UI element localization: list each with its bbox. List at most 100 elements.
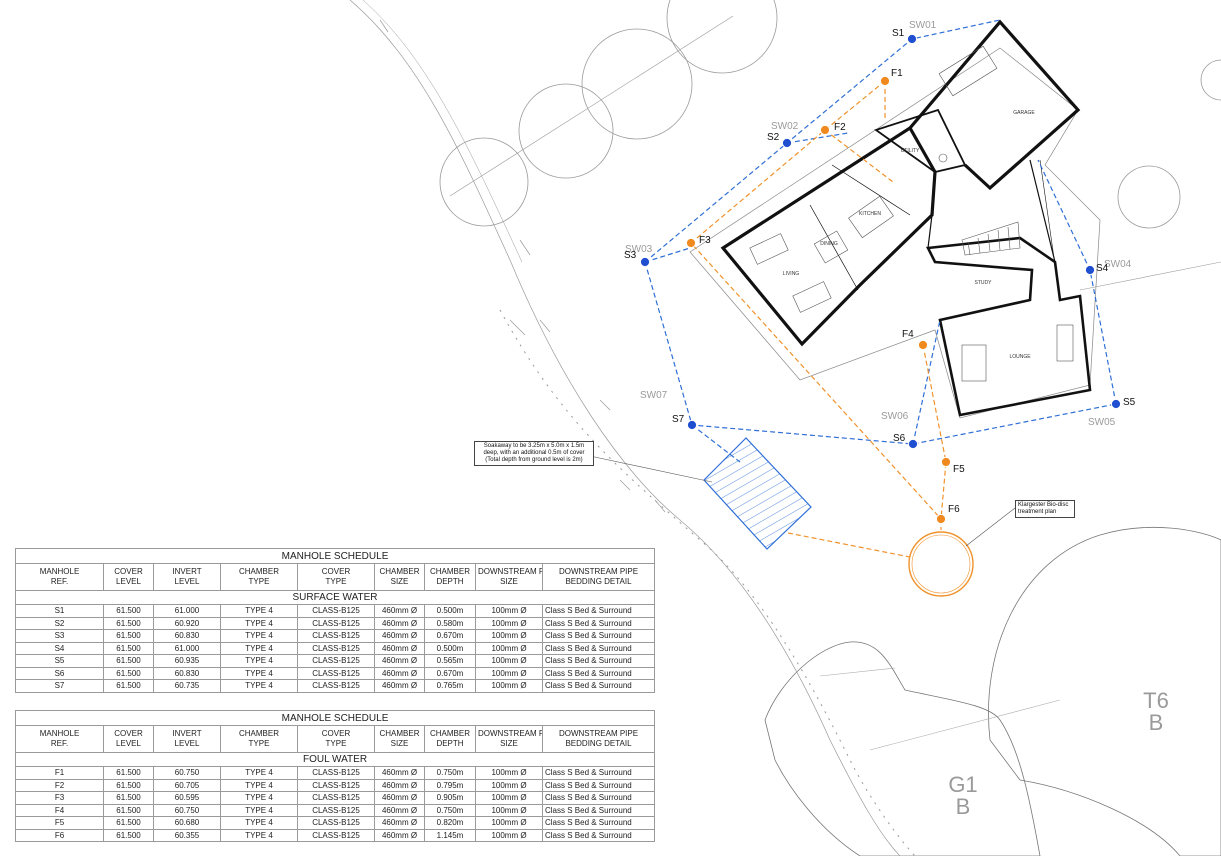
house-floor-plan	[720, 19, 1092, 417]
header-line: BEDDING DETAIL	[565, 739, 632, 748]
foul-manhole-marker[interactable]	[935, 513, 947, 525]
table-cell: 0.750m	[424, 766, 476, 780]
surface-manhole-label: S6	[893, 433, 906, 444]
foul-manhole-label: F5	[953, 464, 965, 475]
wall-study-lounge	[926, 236, 1092, 417]
surface-water-ref-label: SW04	[1104, 259, 1132, 270]
table-cell: 60.830	[153, 666, 221, 680]
header-line: COVER	[321, 567, 351, 576]
table-cell: 60.705	[153, 778, 221, 792]
foul-manhole-marker[interactable]	[879, 75, 891, 87]
table-cell: 100mm Ø	[475, 654, 543, 668]
table-cell: 100mm Ø	[475, 604, 543, 618]
table-cell: TYPE 4	[220, 791, 298, 805]
table-cell: 60.830	[153, 629, 221, 643]
house-plot-outline	[689, 47, 1101, 419]
room-label-living: LIVING	[783, 271, 800, 277]
surface-water-ref-label: SW05	[1088, 417, 1116, 428]
header-line: INVERT	[172, 567, 202, 576]
table-cell: 61.500	[103, 816, 154, 830]
header-line: LEVEL	[174, 577, 200, 586]
table-cell: CLASS-B125	[297, 629, 375, 643]
table-cell: S5	[15, 654, 104, 668]
table-cell: TYPE 4	[220, 604, 298, 618]
surface-water-ref-label: SW01	[909, 20, 937, 31]
header-line: DOWNSTREAM PIPE	[478, 729, 542, 738]
schedule-column-header: DOWNSTREAM PIPESIZE	[475, 563, 543, 591]
table-cell: Class S Bed & Surround	[541, 679, 656, 693]
header-line: CHAMBER	[379, 567, 420, 576]
table-cell: CLASS-B125	[297, 679, 375, 693]
header-line: SIZE	[500, 739, 518, 748]
table-cell: 460mm Ø	[374, 766, 425, 780]
tree-canopy	[1200, 59, 1221, 101]
table-cell: 61.500	[103, 679, 154, 693]
surface-water-pipes	[644, 19, 1117, 463]
table-cell: CLASS-B125	[297, 641, 375, 655]
tree-tag-t6-category: B	[1149, 710, 1164, 735]
surface-manhole-label: S7	[672, 414, 685, 425]
tree-tag-g1-category: B	[956, 794, 971, 819]
surface-manhole-marker[interactable]	[1084, 264, 1096, 276]
table-cell: Class S Bed & Surround	[541, 766, 656, 780]
table-cell: 60.920	[153, 616, 221, 630]
header-line: REF.	[50, 577, 69, 586]
table-cell: 61.500	[103, 629, 154, 643]
table-cell: 460mm Ø	[374, 803, 425, 817]
schedule-section-title: FOUL WATER	[14, 752, 656, 767]
foul-manhole-marker[interactable]	[917, 339, 929, 351]
schedule-column-header: DOWNSTREAM PIPESIZE	[475, 725, 543, 753]
table-cell: 1.145m	[424, 828, 476, 842]
header-line: TYPE	[325, 577, 347, 586]
surface-manhole-label: S2	[767, 132, 780, 143]
header-line: TYPE	[325, 739, 347, 748]
table-cell: S6	[15, 666, 104, 680]
table-cell: 100mm Ø	[475, 803, 543, 817]
header-line: DOWNSTREAM PIPE	[478, 567, 542, 576]
table-cell: 100mm Ø	[475, 778, 543, 792]
table-cell: CLASS-B125	[297, 791, 375, 805]
header-line: SIZE	[390, 739, 409, 748]
surface-manhole-marker[interactable]	[907, 438, 919, 450]
surface-manhole-marker[interactable]	[686, 419, 698, 431]
surface-water-ref-label: SW02	[771, 121, 799, 132]
tree-canopy	[439, 137, 529, 227]
table-cell: 0.670m	[424, 666, 476, 680]
wall-utility	[874, 108, 967, 173]
surface-manhole-marker[interactable]	[639, 256, 651, 268]
house-furniture	[749, 45, 1074, 382]
tree-canopy	[518, 83, 614, 179]
soakaway	[589, 437, 812, 550]
header-line: BEDDING DETAIL	[565, 577, 632, 586]
surface-manhole-marker[interactable]	[781, 137, 793, 149]
header-line: DOWNSTREAM PIPE	[558, 729, 639, 738]
foul-manhole-marker[interactable]	[940, 456, 952, 468]
table-cell: 0.580m	[424, 616, 476, 630]
header-line: SIZE	[390, 577, 409, 586]
surface-manhole-marker[interactable]	[1110, 398, 1122, 410]
table-cell: S2	[15, 616, 104, 630]
room-label-utility: UTILITY	[901, 148, 920, 154]
foul-manhole-label: F1	[891, 68, 903, 79]
surface-manhole-marker[interactable]	[906, 33, 918, 45]
table-cell: 60.935	[153, 654, 221, 668]
table-cell: 100mm Ø	[475, 641, 543, 655]
foul-manhole-marker[interactable]	[819, 124, 831, 136]
table-cell: CLASS-B125	[297, 616, 375, 630]
table-cell: F6	[15, 828, 104, 842]
table-cell: 100mm Ø	[475, 679, 543, 693]
foul-manhole-marker[interactable]	[685, 237, 697, 249]
